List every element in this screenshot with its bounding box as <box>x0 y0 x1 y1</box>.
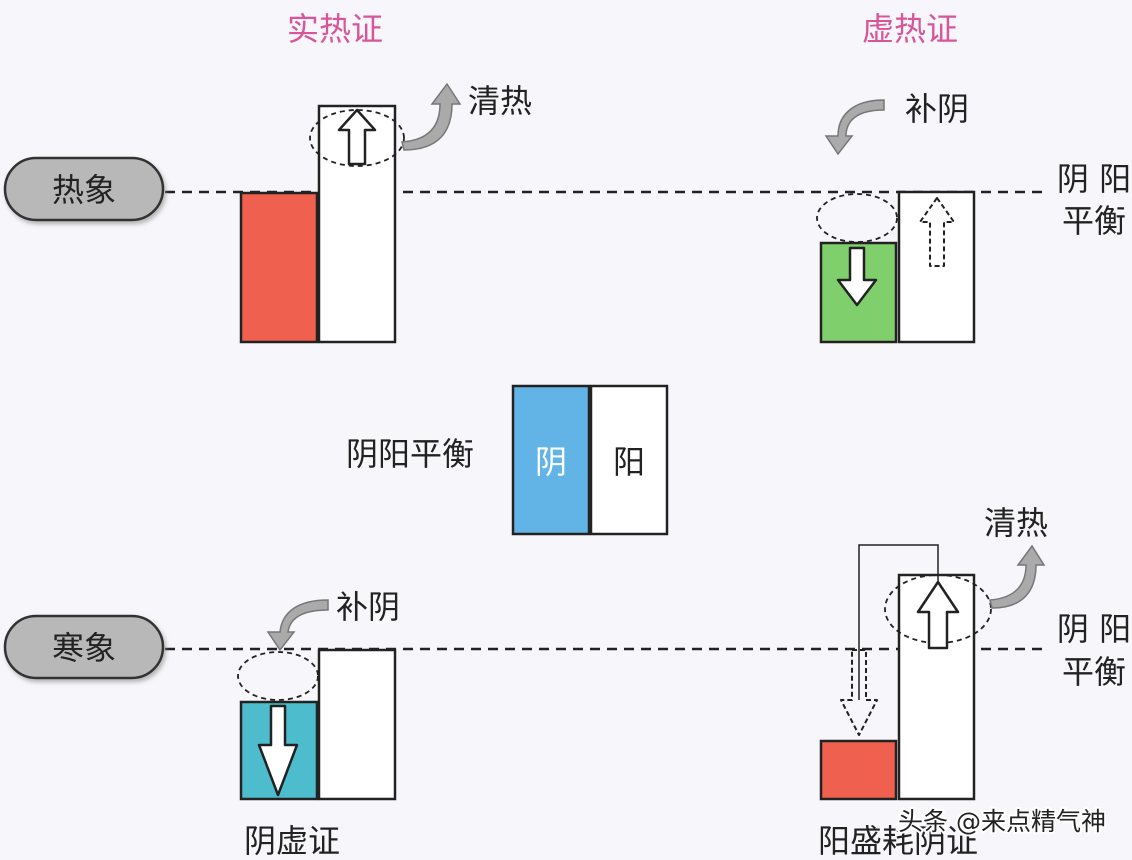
curved-arrow-icon <box>989 544 1046 609</box>
balance-label-top-line1: 阴 阳 <box>1057 160 1131 198</box>
balance-label-bottom-line1: 阴 阳 <box>1057 610 1131 648</box>
curved-arrow-icon <box>266 599 329 652</box>
down-arrow-icon <box>836 246 878 307</box>
tonify-yin-label-top: 补阴 <box>905 90 969 128</box>
dashed-up-arrow-icon <box>919 197 955 267</box>
deficiency-heat-dashed-ellipse <box>816 193 898 243</box>
deficiency-heat-panel: 补阴 <box>816 90 976 344</box>
down-arrow-icon <box>257 704 299 797</box>
cold-sign-pill: 寒象 <box>3 614 165 680</box>
center-yin-bar <box>511 384 591 536</box>
yang-excess-yin-bar <box>819 739 898 801</box>
excess-heat-panel: 清热 <box>239 82 532 344</box>
excess-heat-yin-bar <box>239 191 319 344</box>
yin-deficiency-caption: 阴虚证 <box>244 822 340 860</box>
clear-heat-label-bottom: 清热 <box>984 504 1048 542</box>
heading-deficiency-heat: 虚热证 <box>862 10 958 48</box>
yin-deficiency-dashed-ellipse <box>237 651 319 701</box>
curved-arrow-icon <box>401 82 462 151</box>
heat-sign-pill: 热象 <box>3 156 165 222</box>
clear-heat-label-top: 清热 <box>468 82 532 120</box>
up-arrow-icon <box>337 108 377 166</box>
yin-deficiency-yang-bar <box>317 648 397 801</box>
dashed-down-arrow-icon <box>840 649 878 736</box>
excess-heat-dashed-ellipse <box>309 109 405 167</box>
center-yin-label: 阴 <box>535 443 567 481</box>
center-balance-label: 阴阳平衡 <box>346 435 474 473</box>
center-yang-label: 阳 <box>613 443 645 481</box>
balance-label-bottom-line2: 平衡 <box>1062 653 1126 691</box>
center-yang-bar <box>589 384 669 536</box>
heat-sign-label: 热象 <box>52 171 116 209</box>
balance-label-top-line2: 平衡 <box>1062 202 1126 240</box>
balance-panel: 阴阳平衡 阴 阳 <box>346 384 669 536</box>
yin-deficiency-panel: 补阴 阴虚证 <box>237 588 400 860</box>
tonify-yin-label-bottom: 补阴 <box>336 588 400 626</box>
connector-line <box>858 544 939 700</box>
cold-sign-label: 寒象 <box>52 629 116 667</box>
yang-excess-panel: 清热 阳盛耗阴证 <box>818 504 1048 860</box>
heading-excess-heat: 实热证 <box>287 10 383 48</box>
curved-arrow-icon <box>824 99 885 156</box>
watermark: 头条 @来点精气神 <box>898 807 1106 836</box>
up-arrow-icon <box>916 580 960 650</box>
yang-excess-caption: 阳盛耗阴证 <box>818 822 978 860</box>
